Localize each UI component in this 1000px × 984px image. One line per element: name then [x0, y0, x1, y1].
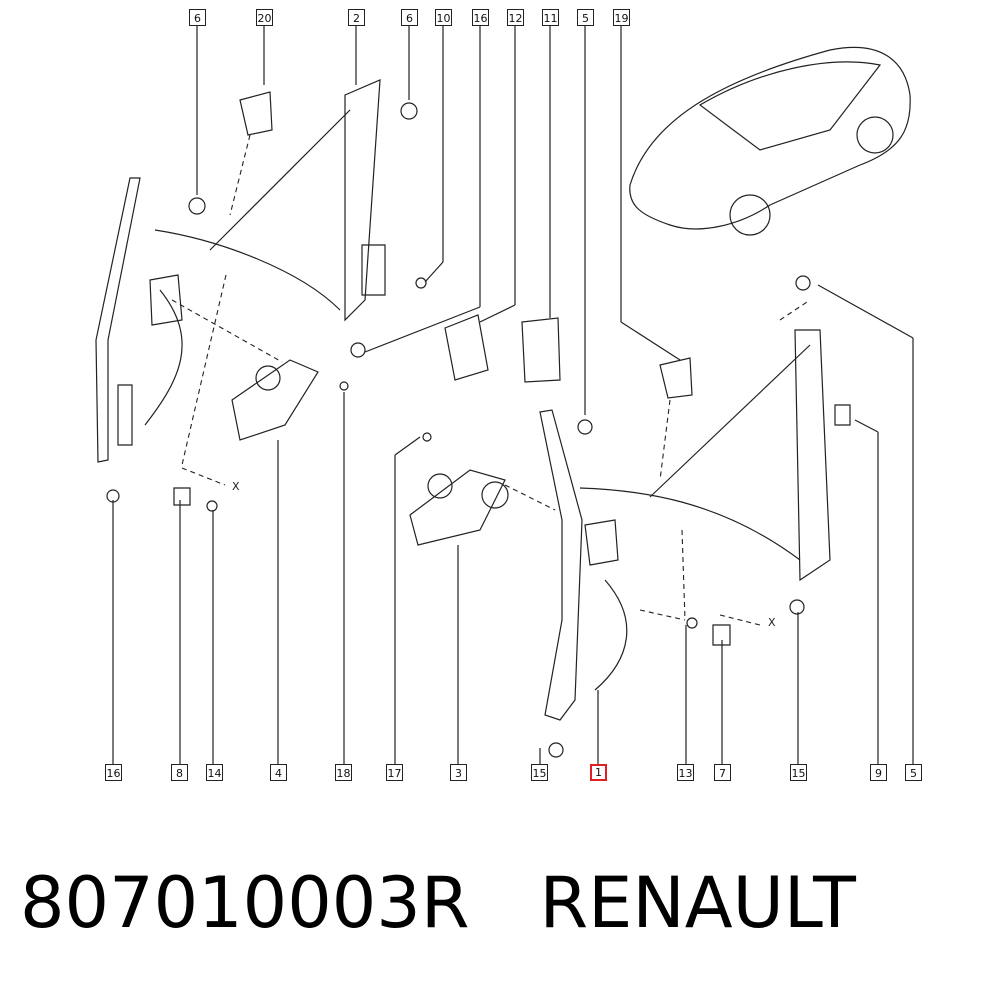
callout-12: 12: [507, 9, 524, 26]
callout-16-top: 16: [472, 9, 489, 26]
callout-6-top-left: 6: [189, 9, 206, 26]
callout-6-top-right: 6: [401, 9, 418, 26]
callout-10: 10: [435, 9, 452, 26]
callout-3: 3: [450, 764, 467, 781]
callout-5-top: 5: [577, 9, 594, 26]
callout-2: 2: [348, 9, 365, 26]
callout-17: 17: [386, 764, 403, 781]
callout-11: 11: [542, 9, 559, 26]
callout-19: 19: [613, 9, 630, 26]
callout-7: 7: [714, 764, 731, 781]
axis-label-right: X: [768, 616, 776, 629]
callout-16-bottom: 16: [105, 764, 122, 781]
callout-8: 8: [171, 764, 188, 781]
caption: 807010003R RENAULT: [20, 858, 856, 948]
callout-20: 20: [256, 9, 273, 26]
axis-label-left: X: [232, 480, 240, 493]
callout-9: 9: [870, 764, 887, 781]
callout-4: 4: [270, 764, 287, 781]
callout-18: 18: [335, 764, 352, 781]
callout-13: 13: [677, 764, 694, 781]
brand-name: RENAULT: [539, 862, 856, 944]
callout-15-right: 15: [790, 764, 807, 781]
callout-5-bottom: 5: [905, 764, 922, 781]
callout-1-highlighted: 1: [590, 764, 607, 781]
exploded-parts-diagram: X X: [95, 26, 914, 764]
callout-14: 14: [206, 764, 223, 781]
callout-15-left: 15: [531, 764, 548, 781]
part-number: 807010003R: [20, 862, 470, 944]
